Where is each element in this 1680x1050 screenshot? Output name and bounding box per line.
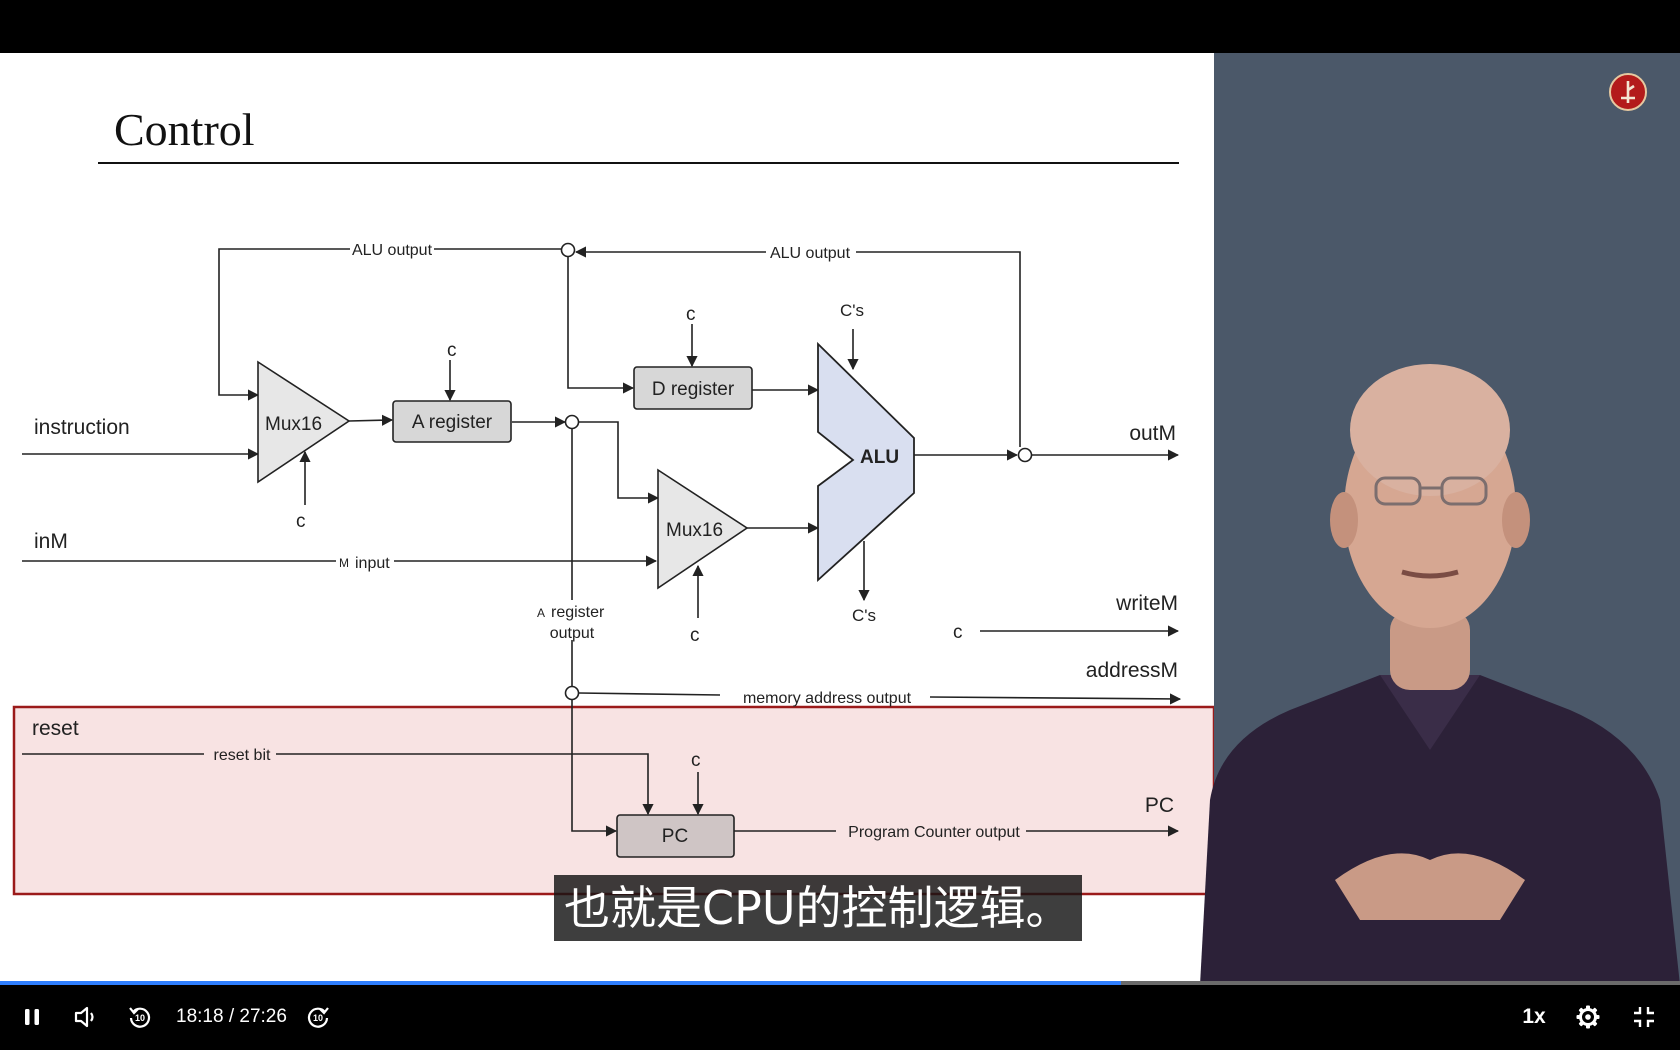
c-label-mux1: c <box>296 511 306 532</box>
address-output-wire <box>578 693 1180 699</box>
inm-label: inM <box>34 530 68 553</box>
addressm-label: addressM <box>1086 659 1178 682</box>
pc-output-label: PC <box>1145 794 1174 817</box>
reset-bit-wire <box>22 753 648 814</box>
channel-logo-icon <box>1609 73 1647 111</box>
time-display: 18:18 / 27:26 <box>176 999 287 1035</box>
alu-output-wire-right <box>576 252 1021 447</box>
c-label-a-register: c <box>447 340 457 361</box>
c-label-d-register: c <box>686 304 696 325</box>
a-register-label: A register <box>412 412 493 433</box>
presenter-video <box>1200 364 1680 985</box>
c-label-write: c <box>953 622 963 643</box>
d-register-label: D register <box>652 379 735 400</box>
reset-label: reset <box>32 717 79 740</box>
a-register-output-prefix: A <box>537 606 545 620</box>
settings-gear-icon <box>1576 1005 1600 1029</box>
c-label-mux2: c <box>690 625 700 646</box>
progress-bar[interactable] <box>0 981 1680 985</box>
d-register-input-wire <box>567 257 635 394</box>
video-letterbox-top <box>0 0 1680 53</box>
junction-a-register <box>564 414 580 430</box>
reset-bit-label: reset bit <box>214 747 271 764</box>
junction-alu-feedback <box>560 242 576 258</box>
alu-output-wire-left <box>218 248 562 395</box>
instruction-label: instruction <box>34 416 130 439</box>
mux1-out-wire <box>348 414 394 426</box>
rewind-10-icon: 10 <box>129 1007 151 1028</box>
playback-speed-button[interactable]: 1x <box>1522 1005 1546 1028</box>
svg-text:10: 10 <box>313 1013 323 1023</box>
mux16-block-2 <box>657 468 749 590</box>
writem-label: writeM <box>1115 592 1178 615</box>
outm-label: outM <box>1129 422 1176 445</box>
m-input-label: input <box>355 555 390 572</box>
a-register-block <box>392 400 512 443</box>
mux16-label-2: Mux16 <box>666 520 723 541</box>
volume-icon <box>74 1006 94 1028</box>
c-label-pc: c <box>691 750 701 771</box>
pc-block <box>616 814 735 858</box>
alu-label: ALU <box>860 447 899 468</box>
a-register-output-label-1: register <box>551 604 605 621</box>
alu-output-label-right: ALU output <box>770 245 851 262</box>
current-time: 18:18 <box>176 1006 224 1027</box>
cs-label-top: C's <box>840 301 864 320</box>
junction-alu-out <box>1017 447 1033 463</box>
fullscreen-exit-icon <box>1634 1007 1654 1027</box>
player-control-bar: 10 18:18 / 27:26 10 1x <box>0 985 1680 1050</box>
reset-highlight-box <box>12 705 1214 896</box>
progress-bar-fill <box>0 981 1121 985</box>
alu-block <box>817 341 915 583</box>
play-pause-button[interactable] <box>14 999 50 1035</box>
junction-address <box>564 685 580 701</box>
forward-10-button[interactable]: 10 <box>300 999 336 1035</box>
subtitle-caption: 也就是CPU的控制逻辑。 <box>554 875 1082 941</box>
pause-icon <box>25 1009 39 1025</box>
cs-label-bottom: C's <box>852 606 876 625</box>
time-separator: / <box>223 1006 240 1027</box>
mux16-label-1: Mux16 <box>265 414 322 435</box>
a-to-mux2-wire <box>577 421 660 504</box>
memory-address-output-label: memory address output <box>743 690 912 707</box>
slide-title: Control <box>114 104 255 155</box>
slide-title-rule <box>98 162 1179 164</box>
program-counter-output-label: Program Counter output <box>848 824 1020 841</box>
volume-button[interactable] <box>66 999 106 1035</box>
mux16-block-1 <box>257 360 351 484</box>
rewind-10-button[interactable]: 10 <box>122 999 158 1035</box>
m-input-prefix: M <box>339 556 349 570</box>
svg-text:10: 10 <box>135 1013 145 1023</box>
forward-10-icon: 10 <box>307 1007 329 1028</box>
a-register-output-label-2: output <box>550 625 595 642</box>
pc-block-label: PC <box>662 826 688 847</box>
cpu-control-diagram: Mux16 Mux16 A register D register ALU PC… <box>12 53 1214 896</box>
a-to-pc-wire <box>571 699 618 837</box>
duration: 27:26 <box>239 1006 287 1027</box>
settings-button[interactable] <box>1570 999 1606 1035</box>
d-register-block <box>633 366 753 410</box>
fullscreen-button[interactable] <box>1626 999 1662 1035</box>
alu-output-label-left: ALU output <box>352 242 433 259</box>
